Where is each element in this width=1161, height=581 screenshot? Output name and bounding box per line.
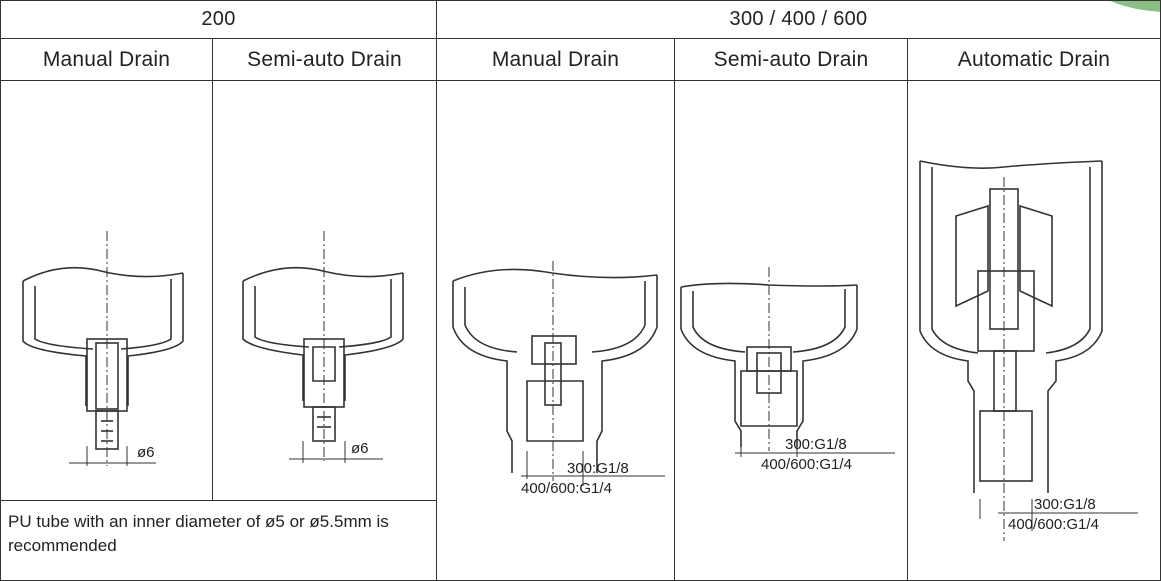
drawing-semi-auto-drain-300: 300:G1/8 400/600:G1/4	[674, 80, 908, 581]
dim-label-g14-semi-300: 400/600:G1/4	[761, 456, 852, 473]
dim-label-g14-auto-300: 400/600:G1/4	[1008, 516, 1099, 533]
group-header-200: 200	[0, 0, 437, 39]
drawing-automatic-drain-300: 300:G1/8 400/600:G1/4	[907, 80, 1161, 581]
dim-label-g18-manual-300: 300:G1/8	[567, 460, 629, 477]
subheader-manual-drain-200: Manual Drain	[0, 38, 213, 81]
group-header-300-400-600: 300 / 400 / 600	[436, 0, 1161, 39]
subheader-automatic-drain-300: Automatic Drain	[907, 38, 1161, 81]
drawing-manual-drain-200: ø6	[0, 80, 213, 501]
pu-tube-note: PU tube with an inner diameter of ø5 or …	[0, 500, 437, 581]
dim-label-g14-manual-300: 400/600:G1/4	[521, 480, 612, 497]
dim-label-o6-manual-200: ø6	[137, 444, 155, 461]
dim-label-g18-semi-300: 300:G1/8	[785, 436, 847, 453]
subheader-manual-drain-300: Manual Drain	[436, 38, 675, 81]
dim-label-g18-auto-300: 300:G1/8	[1034, 496, 1096, 513]
subheader-semi-auto-drain-200: Semi-auto Drain	[212, 38, 437, 81]
dim-label-o6-semi-200: ø6	[351, 440, 369, 457]
drawing-semi-auto-drain-200: ø6	[212, 80, 437, 501]
drawing-manual-drain-300: 300:G1/8 400/600:G1/4	[436, 80, 675, 581]
subheader-semi-auto-drain-300: Semi-auto Drain	[674, 38, 908, 81]
